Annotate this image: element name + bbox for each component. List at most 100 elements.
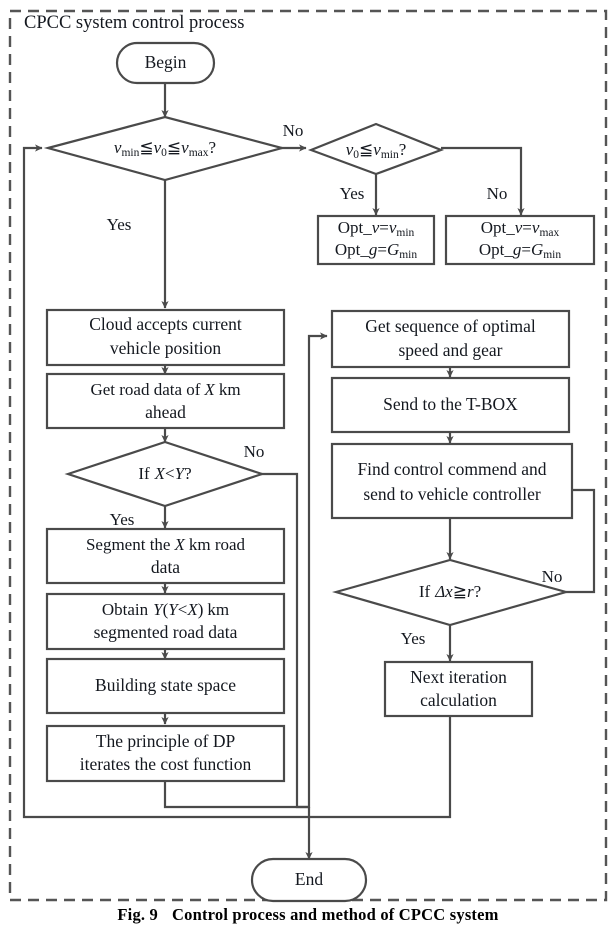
edge-label-decdx-no: No bbox=[542, 567, 563, 586]
node-opt-min-line2: Opt_g=Gmin bbox=[335, 240, 418, 261]
decdx-q: ? bbox=[474, 582, 482, 601]
edge-label-below-no: No bbox=[487, 184, 508, 203]
node-find-control-line2: send to vehicle controller bbox=[363, 484, 541, 504]
decision-range-q: ? bbox=[209, 138, 217, 157]
decision-range-le1: ≦ bbox=[139, 138, 153, 157]
roaddata-km: km bbox=[219, 380, 241, 399]
segment-pre: Segment the bbox=[86, 535, 171, 554]
node-dp-principle-line1: The principle of DP bbox=[96, 731, 236, 751]
node-decision-speed-range-label: vmin≦v0≦vmax? bbox=[114, 138, 216, 159]
node-find-control-line1: Find control commend and bbox=[357, 459, 546, 479]
obtain-lt: < bbox=[178, 600, 188, 619]
edge-label-range-no: No bbox=[283, 121, 304, 140]
node-end-label: End bbox=[295, 869, 323, 889]
opt-min-v-italic: v bbox=[372, 218, 380, 237]
obtain-km: km bbox=[207, 600, 229, 619]
decdx-delta: Δx bbox=[434, 582, 453, 601]
node-obtain-segmented[interactable] bbox=[45, 592, 286, 651]
node-dp-principle[interactable] bbox=[45, 724, 286, 783]
decdx-r: r bbox=[467, 582, 474, 601]
node-obtain-segmented-line2: segmented road data bbox=[94, 622, 238, 642]
obtain-pre: Obtain bbox=[102, 600, 149, 619]
decision-below-le: ≦ bbox=[359, 140, 373, 159]
decxy-if: If bbox=[138, 464, 150, 483]
node-dp-principle-line2: iterates the cost function bbox=[80, 754, 252, 774]
opt-max-vv: v bbox=[532, 218, 540, 237]
opt-max-eq: = bbox=[522, 218, 532, 237]
node-decision-delta-x[interactable] bbox=[331, 558, 571, 627]
node-get-sequence-line1: Get sequence of optimal bbox=[365, 316, 536, 336]
opt-min-sub: min bbox=[396, 227, 414, 239]
node-get-road-data-line2: ahead bbox=[145, 402, 186, 422]
decision-below-sub0: 0 bbox=[353, 149, 359, 161]
edge-label-below-yes: Yes bbox=[340, 184, 365, 203]
decision-range-v2: v bbox=[154, 138, 162, 157]
opt-min-gprefix: Opt_ bbox=[335, 240, 370, 259]
node-segment-road-line2: data bbox=[151, 557, 180, 577]
obtain-y: Y bbox=[153, 600, 164, 619]
opt-max-gsub: min bbox=[543, 249, 561, 261]
decxy-x: X bbox=[154, 464, 166, 483]
roaddata-pre: Get road data of bbox=[90, 380, 200, 399]
node-opt-min[interactable] bbox=[316, 214, 436, 266]
node-begin[interactable] bbox=[115, 41, 216, 85]
node-decision-x-lt-y[interactable] bbox=[64, 440, 266, 508]
opt-max-G: G bbox=[531, 240, 543, 259]
opt-min-eq: = bbox=[379, 218, 389, 237]
node-building-state-space[interactable] bbox=[45, 657, 286, 715]
opt-max-prefix: Opt_ bbox=[481, 218, 516, 237]
decision-below-v0: v bbox=[346, 140, 354, 159]
decision-range-v3: v bbox=[181, 138, 189, 157]
node-find-control[interactable] bbox=[330, 442, 574, 520]
node-cloud-accept-line2: vehicle position bbox=[110, 338, 222, 358]
opt-max-g-italic: g bbox=[513, 240, 522, 259]
decision-range-sub2: 0 bbox=[161, 147, 167, 159]
node-decision-speed-below[interactable] bbox=[307, 122, 445, 176]
obtain-paren: ( bbox=[163, 600, 169, 619]
decision-below-q: ? bbox=[399, 140, 407, 159]
node-opt-max[interactable] bbox=[444, 214, 596, 266]
obtain-x2: X bbox=[186, 600, 198, 619]
node-building-state-space-label: Building state space bbox=[95, 675, 236, 695]
opt-min-g-italic: g bbox=[369, 240, 378, 259]
node-get-sequence[interactable] bbox=[330, 309, 571, 369]
decision-below-v: v bbox=[373, 140, 381, 159]
node-decision-speed-range[interactable] bbox=[43, 115, 287, 182]
node-decision-speed-below-label: v0≦vmin? bbox=[346, 140, 407, 161]
decdx-if: If bbox=[419, 582, 431, 601]
decision-range-sub1: min bbox=[121, 147, 139, 159]
decision-range-sub3: max bbox=[189, 147, 209, 159]
node-end[interactable] bbox=[250, 857, 368, 903]
decxy-y: Y bbox=[175, 464, 186, 483]
obtain-paren2: ) bbox=[198, 600, 204, 619]
decision-range-v1: v bbox=[114, 138, 122, 157]
node-cloud-accept-line1: Cloud accepts current bbox=[89, 314, 242, 334]
node-send-tbox[interactable] bbox=[330, 376, 571, 434]
opt-max-v-italic: v bbox=[515, 218, 523, 237]
node-opt-max-line1: Opt_v=vmax bbox=[481, 218, 560, 239]
edge-label-decdx-yes: Yes bbox=[401, 629, 426, 648]
node-opt-max-line2: Opt_g=Gmin bbox=[479, 240, 562, 261]
node-next-iteration[interactable] bbox=[383, 660, 534, 718]
opt-max-sub: max bbox=[539, 227, 559, 239]
figure-caption-label: Fig. 9 bbox=[117, 905, 159, 924]
node-next-iteration-line1: Next iteration bbox=[410, 667, 507, 687]
node-get-road-data[interactable] bbox=[45, 372, 286, 430]
opt-min-vv: v bbox=[389, 218, 397, 237]
node-cloud-accept[interactable] bbox=[45, 308, 286, 367]
node-segment-road[interactable] bbox=[45, 527, 286, 585]
decxy-lt: < bbox=[165, 464, 175, 483]
node-next-iteration-line2: calculation bbox=[420, 690, 497, 710]
opt-max-geq: = bbox=[521, 240, 531, 259]
opt-max-gprefix: Opt_ bbox=[479, 240, 514, 259]
decxy-q: ? bbox=[184, 464, 192, 483]
edge-label-decxy-yes: Yes bbox=[110, 510, 135, 529]
decdx-ge: ≧ bbox=[453, 582, 467, 601]
